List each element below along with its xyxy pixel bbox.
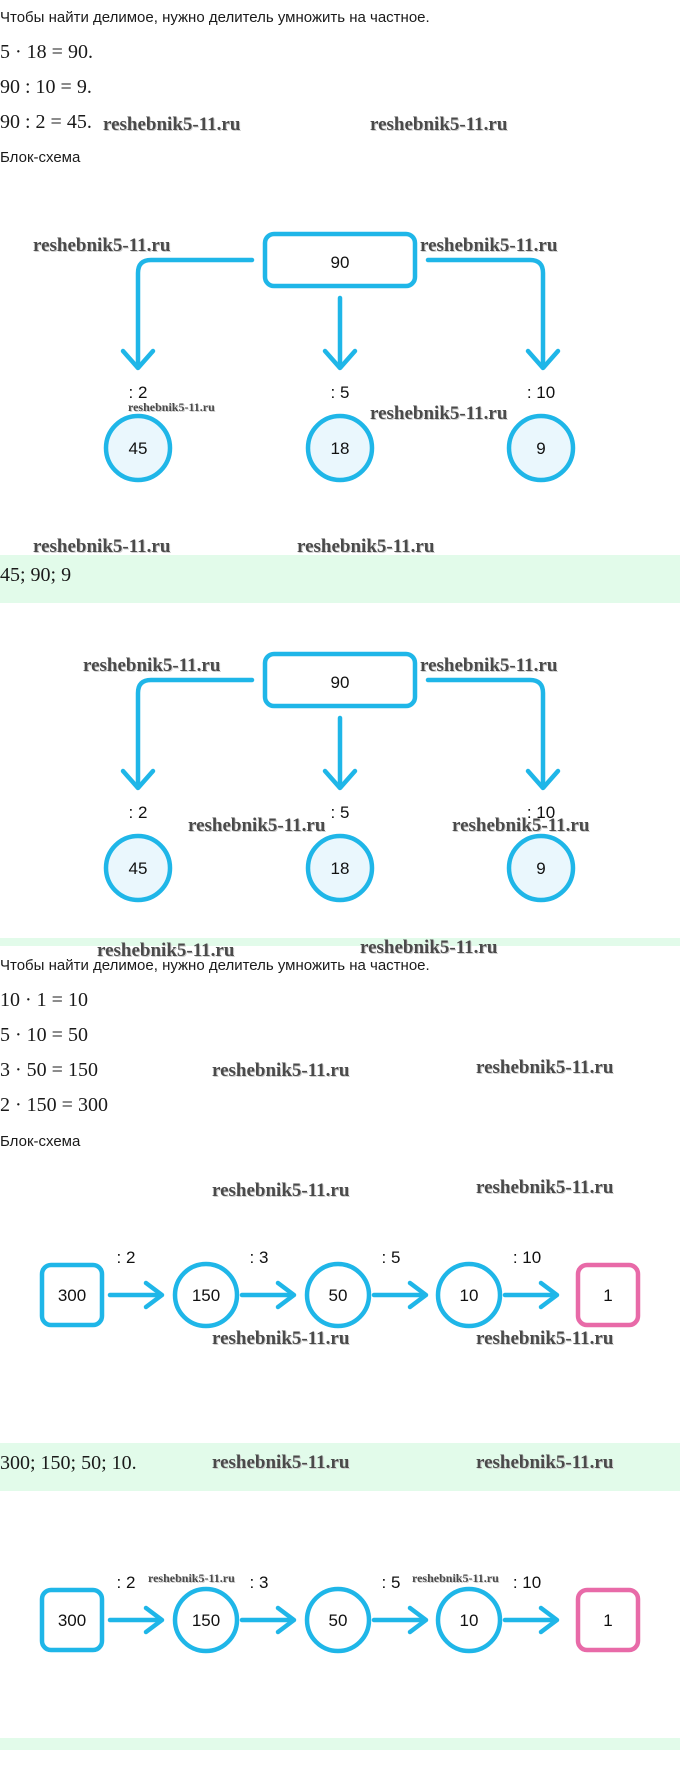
tree2-root-box xyxy=(262,651,418,709)
chain1-start-box xyxy=(39,1262,105,1328)
equation-5: 5 · 10 = 50 xyxy=(0,1024,88,1046)
tree1-arrow-left xyxy=(135,257,255,370)
chain2-node-1 xyxy=(172,1586,240,1654)
tree1-leaf-2 xyxy=(305,413,375,483)
equation-6: 3 · 50 = 150 xyxy=(0,1059,98,1081)
watermark: reshebnik5-11.ru xyxy=(212,1060,350,1081)
chain1-op-2: : 3 xyxy=(250,1248,269,1267)
chain2-op-3: : 5 xyxy=(382,1573,401,1592)
chain2-start-value: 300 xyxy=(58,1611,86,1630)
tree1-leaf-3 xyxy=(506,413,576,483)
tree2-leaf-1 xyxy=(103,833,173,903)
chain1-op-4: : 10 xyxy=(513,1248,541,1267)
tree1-op-2: : 5 xyxy=(331,383,350,402)
chain1-node-1 xyxy=(172,1261,240,1329)
chain-diagram-2: 300 150 50 10 1 : 2 : 3 : 5 : 10 xyxy=(39,1573,641,1654)
watermark: reshebnik5-11.ru xyxy=(33,536,171,557)
tree1-leaf-2-value: 18 xyxy=(331,439,350,458)
chain1-start-value: 300 xyxy=(58,1286,86,1305)
watermark: reshebnik5-11.ru xyxy=(476,1177,614,1198)
chain1-node-1-value: 150 xyxy=(192,1286,220,1305)
equation-7: 2 · 150 = 300 xyxy=(0,1094,108,1116)
tree1-leaf-3-value: 9 xyxy=(536,439,545,458)
chain1-node-2 xyxy=(304,1261,372,1329)
watermark: reshebnik5-11.ru xyxy=(476,1057,614,1078)
answer-1: 45; 90; 9 xyxy=(0,564,72,586)
watermark: reshebnik5-11.ru xyxy=(476,1452,614,1473)
watermark: reshebnik5-11.ru xyxy=(128,400,215,414)
tree1-leaf-1-value: 45 xyxy=(129,439,148,458)
tree1-op-3: : 10 xyxy=(527,383,555,402)
chain1-node-3 xyxy=(435,1261,503,1329)
tree-diagram-1: 90 : 2 : 5 : 10 45 18 9 xyxy=(103,231,576,483)
bottom-band xyxy=(0,1738,680,1750)
watermark: reshebnik5-11.ru xyxy=(83,655,221,676)
chain1-node-2-value: 50 xyxy=(329,1286,348,1305)
watermark: reshebnik5-11.ru xyxy=(360,937,498,958)
watermark: reshebnik5-11.ru xyxy=(370,114,508,135)
watermark: reshebnik5-11.ru xyxy=(33,235,171,256)
tree2-leaf-2 xyxy=(305,833,375,903)
tree2-root-value: 90 xyxy=(331,673,350,692)
watermark: reshebnik5-11.ru xyxy=(452,815,590,836)
watermark: reshebnik5-11.ru xyxy=(212,1452,350,1473)
watermark: reshebnik5-11.ru xyxy=(297,536,435,557)
answer-2: 300; 150; 50; 10. xyxy=(0,1452,137,1474)
tree2-arrow-right xyxy=(425,677,546,790)
equation-4: 10 · 1 = 10 xyxy=(0,989,88,1011)
chain1-end-value: 1 xyxy=(603,1286,612,1305)
chain2-node-2-value: 50 xyxy=(329,1611,348,1630)
watermark: reshebnik5-11.ru xyxy=(212,1180,350,1201)
chain2-start-box xyxy=(39,1587,105,1653)
watermark: reshebnik5-11.ru xyxy=(412,1571,499,1585)
answer-band-1 xyxy=(0,555,680,603)
watermark: reshebnik5-11.ru xyxy=(212,1328,350,1349)
watermark: reshebnik5-11.ru xyxy=(103,114,241,135)
tree2-leaf-3-value: 9 xyxy=(536,859,545,878)
chain2-op-1: : 2 xyxy=(117,1573,136,1592)
rule-text-2: Чтобы найти делимое, нужно делитель умно… xyxy=(0,957,430,974)
chain2-end-box xyxy=(575,1587,641,1653)
chain2-op-4: : 10 xyxy=(513,1573,541,1592)
tree2-arrow-left xyxy=(135,677,255,790)
watermark: reshebnik5-11.ru xyxy=(97,940,235,961)
watermark: reshebnik5-11.ru xyxy=(148,1571,235,1585)
tree1-root-box xyxy=(262,231,418,289)
answer-band-2 xyxy=(0,1443,680,1491)
tree2-op-2: : 5 xyxy=(331,803,350,822)
tree1-leaf-1 xyxy=(103,413,173,483)
separator-band xyxy=(0,938,680,946)
chain1-end-box xyxy=(575,1262,641,1328)
rule-text-1: Чтобы найти делимое, нужно делитель умно… xyxy=(0,9,430,26)
tree2-leaf-2-value: 18 xyxy=(331,859,350,878)
tree1-arrow-right xyxy=(425,257,546,370)
chain1-op-3: : 5 xyxy=(382,1248,401,1267)
chain2-node-2 xyxy=(304,1586,372,1654)
chain2-node-3 xyxy=(435,1586,503,1654)
equation-2: 90 : 10 = 9. xyxy=(0,76,92,98)
chain1-op-1: : 2 xyxy=(117,1248,136,1267)
watermark: reshebnik5-11.ru xyxy=(420,235,558,256)
equation-3: 90 : 2 = 45. xyxy=(0,111,92,133)
tree1-root-value: 90 xyxy=(331,253,350,272)
equation-1: 5 · 18 = 90. xyxy=(0,41,93,63)
chain-diagram-1: 300 150 50 10 1 : 2 : 3 : 5 : 10 xyxy=(39,1248,641,1329)
block-scheme-label-2: Блок-схема xyxy=(0,1133,81,1150)
chain2-op-2: : 3 xyxy=(250,1573,269,1592)
tree2-op-3: : 10 xyxy=(527,803,555,822)
block-scheme-label-1: Блок-схема xyxy=(0,149,81,166)
watermark: reshebnik5-11.ru xyxy=(370,403,508,424)
chain2-node-3-value: 10 xyxy=(460,1611,479,1630)
watermark: reshebnik5-11.ru xyxy=(476,1328,614,1349)
tree-diagram-2: 90 : 2 : 5 : 10 45 18 9 xyxy=(103,651,576,903)
tree2-leaf-3 xyxy=(506,833,576,903)
chain2-end-value: 1 xyxy=(603,1611,612,1630)
watermark: reshebnik5-11.ru xyxy=(188,815,326,836)
tree1-op-1: : 2 xyxy=(129,383,148,402)
watermark: reshebnik5-11.ru xyxy=(420,655,558,676)
tree2-leaf-1-value: 45 xyxy=(129,859,148,878)
chain1-node-3-value: 10 xyxy=(460,1286,479,1305)
tree2-op-1: : 2 xyxy=(129,803,148,822)
chain2-node-1-value: 150 xyxy=(192,1611,220,1630)
